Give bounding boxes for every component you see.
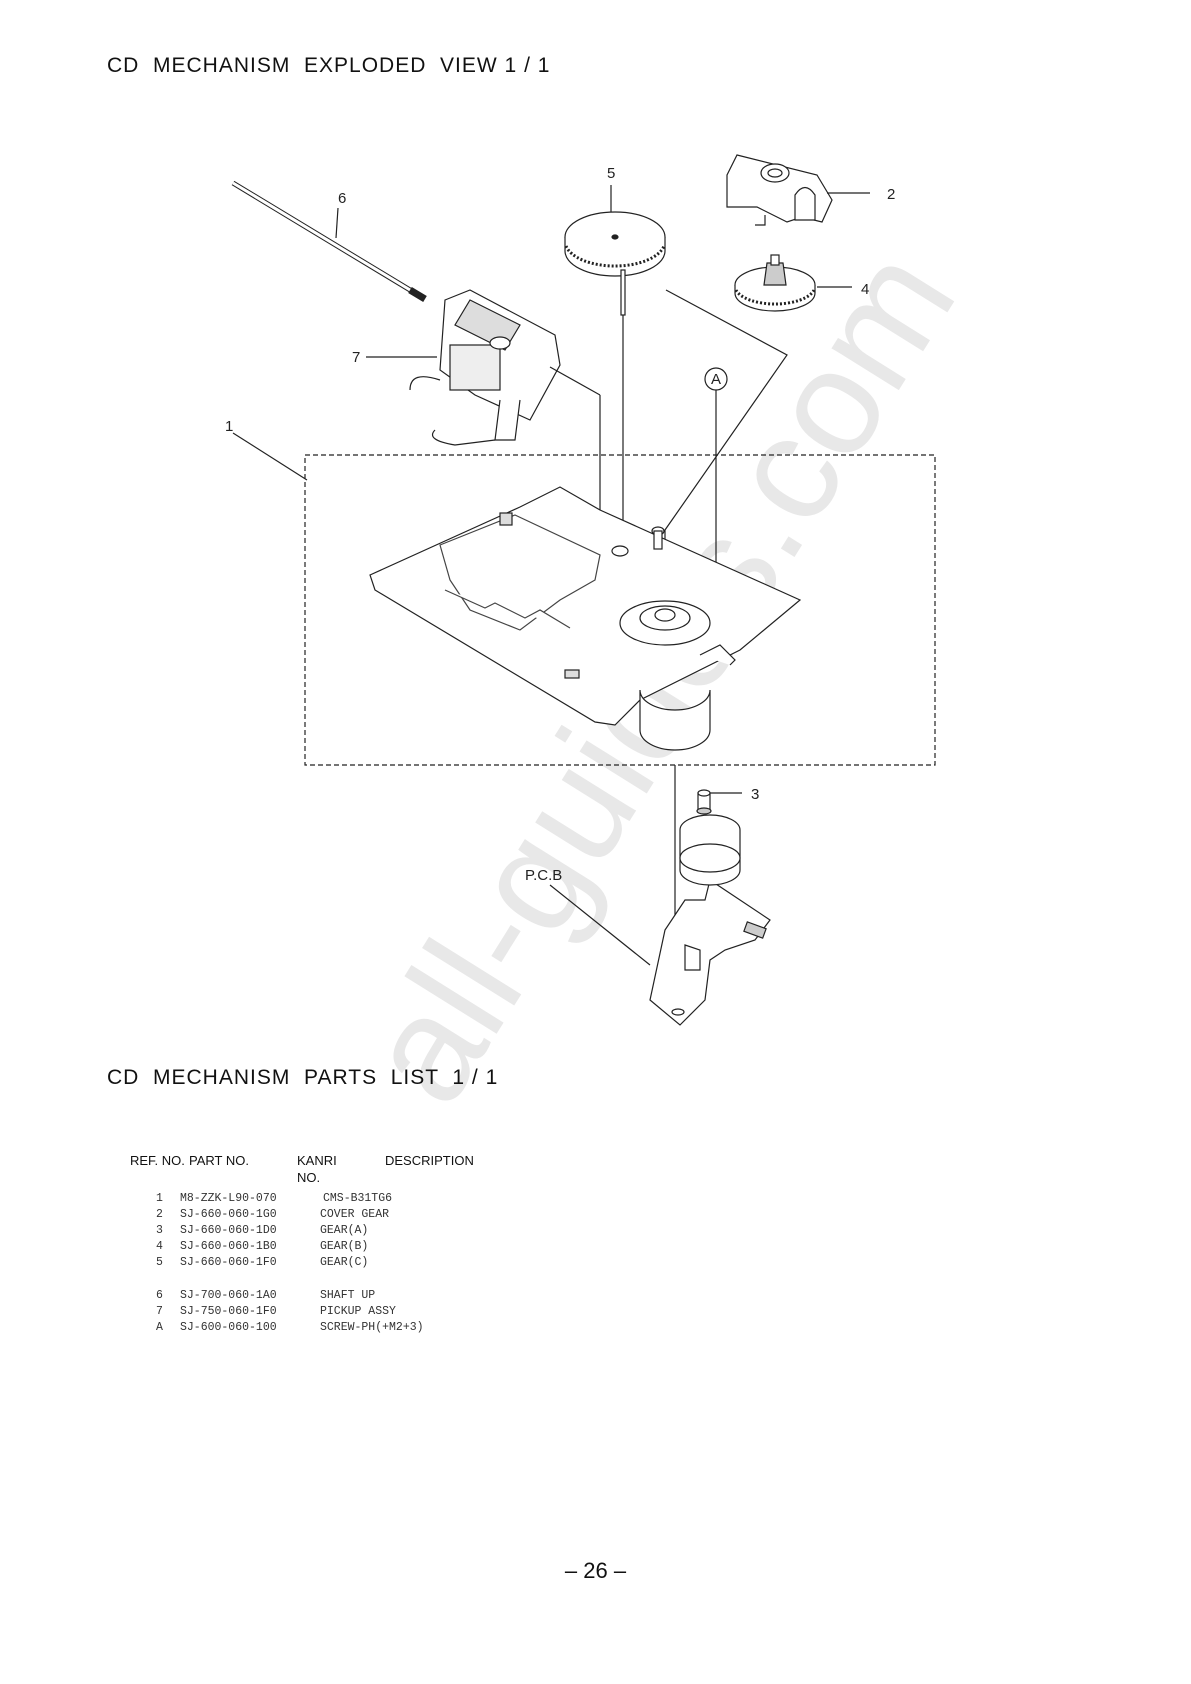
desc-cell: PICKUP ASSY bbox=[320, 1305, 396, 1318]
ref-cell: 7 bbox=[156, 1305, 163, 1318]
col-kanri-header-line2: NO. bbox=[297, 1170, 321, 1185]
table-row: 5 SJ-660-060-1F0 GEAR(C) bbox=[150, 1256, 368, 1271]
desc-cell: SHAFT UP bbox=[320, 1289, 376, 1302]
table-row: 1 M8-ZZK-L90-070 CMS-B31TG6 bbox=[150, 1192, 392, 1207]
ref-cell: 5 bbox=[156, 1256, 163, 1269]
ref-cell: 4 bbox=[156, 1240, 163, 1253]
ref-cell: 2 bbox=[156, 1208, 163, 1221]
desc-cell: CMS-B31TG6 bbox=[323, 1192, 393, 1205]
page-number: – 26 – bbox=[564, 1558, 627, 1583]
callout-1: 1 bbox=[225, 418, 233, 435]
desc-cell: SCREW-PH(+M2+3) bbox=[320, 1321, 424, 1334]
desc-cell: COVER GEAR bbox=[320, 1208, 390, 1221]
table-row: 7 SJ-750-060-1F0 PICKUP ASSY bbox=[150, 1305, 396, 1320]
table-row: 6 SJ-700-060-1A0 SHAFT UP bbox=[150, 1289, 375, 1304]
col-desc-header: DESCRIPTION bbox=[385, 1153, 474, 1168]
gear-c bbox=[564, 211, 666, 316]
callout-pcb: P.C.B bbox=[525, 867, 562, 884]
ref-cell: 1 bbox=[156, 1192, 163, 1205]
callout-3: 3 bbox=[751, 786, 759, 803]
motor-pcb bbox=[649, 814, 771, 1026]
gear-a bbox=[696, 789, 712, 860]
gear-b bbox=[734, 254, 816, 312]
col-kanri-header: KANRI bbox=[297, 1153, 337, 1168]
shaft-part bbox=[231, 180, 427, 303]
part-cell: SJ-660-060-1D0 bbox=[180, 1224, 277, 1237]
desc-cell: GEAR(B) bbox=[320, 1240, 369, 1253]
cover-gear bbox=[726, 154, 833, 226]
pickup-assembly bbox=[409, 289, 561, 446]
part-cell: SJ-660-060-1G0 bbox=[180, 1208, 277, 1221]
part-cell: M8-ZZK-L90-070 bbox=[180, 1192, 277, 1205]
col-ref-header: REF. NO. bbox=[130, 1153, 185, 1168]
ref-cell: 6 bbox=[156, 1289, 163, 1302]
part-cell: SJ-660-060-1F0 bbox=[180, 1256, 277, 1269]
table-row: 2 SJ-660-060-1G0 COVER GEAR bbox=[150, 1208, 389, 1223]
callout-a: A bbox=[711, 371, 721, 388]
chassis-plate bbox=[369, 486, 802, 751]
leader-1 bbox=[232, 432, 308, 481]
callout-2: 2 bbox=[887, 186, 895, 203]
exploded-view-diagram: 6 7 5 2 4 A 1 3 P.C.B bbox=[225, 154, 936, 1026]
main-chassis-box bbox=[304, 454, 936, 766]
desc-cell: GEAR(C) bbox=[320, 1256, 369, 1269]
callout-5: 5 bbox=[607, 165, 615, 182]
table-row: 3 SJ-660-060-1D0 GEAR(A) bbox=[150, 1224, 368, 1239]
callout-6: 6 bbox=[338, 190, 346, 207]
col-part-header: PART NO. bbox=[189, 1153, 249, 1168]
part-cell: SJ-600-060-100 bbox=[180, 1321, 277, 1334]
leader-6 bbox=[335, 207, 339, 239]
table-row: 4 SJ-660-060-1B0 GEAR(B) bbox=[150, 1240, 368, 1255]
part-cell: SJ-700-060-1A0 bbox=[180, 1289, 277, 1302]
ref-cell: A bbox=[156, 1321, 163, 1334]
ref-cell: 3 bbox=[156, 1224, 163, 1237]
exploded-view-title: CD MECHANISM EXPLODED VIEW 1 / 1 bbox=[107, 54, 551, 77]
parts-list-title: CD MECHANISM PARTS LIST 1 / 1 bbox=[107, 1066, 499, 1089]
leader-pcb bbox=[549, 884, 651, 966]
callout-7: 7 bbox=[352, 349, 360, 366]
desc-cell: GEAR(A) bbox=[320, 1224, 369, 1237]
table-row: A SJ-600-060-100 SCREW-PH(+M2+3) bbox=[150, 1321, 424, 1336]
alignment-line bbox=[664, 289, 788, 545]
part-cell: SJ-750-060-1F0 bbox=[180, 1305, 277, 1318]
callout-4: 4 bbox=[861, 281, 869, 298]
part-cell: SJ-660-060-1B0 bbox=[180, 1240, 277, 1253]
